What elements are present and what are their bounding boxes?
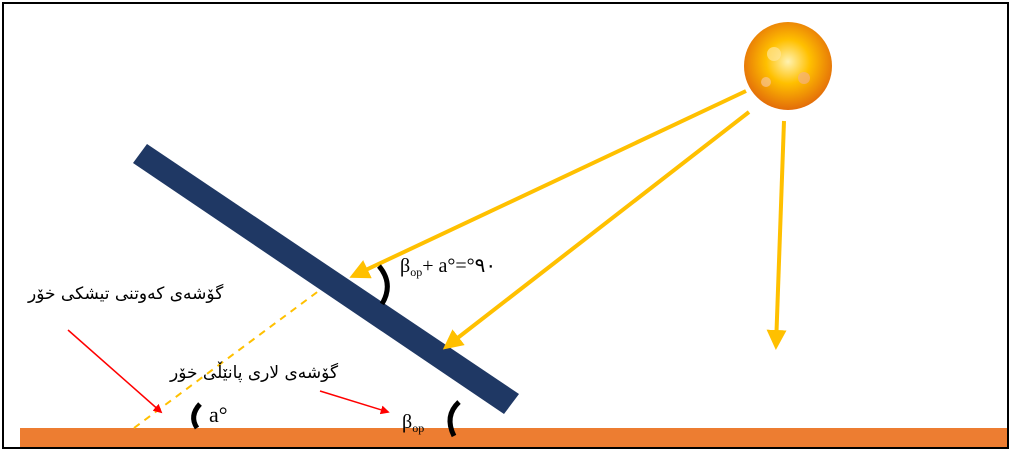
- angle-arc-top: [377, 264, 390, 306]
- label-angle-beta: βop: [402, 411, 424, 435]
- sun-ray-2: [442, 110, 751, 350]
- pointer-incidence: [67, 329, 163, 414]
- angle-arc-a: [191, 402, 202, 430]
- angle-equation: βop+ a°=°٩٠: [400, 255, 496, 279]
- sun-ray-1: [349, 89, 747, 279]
- solar-angle-diagram: βop+ a°=°٩٠ گۆشەی کەوتنی تیشکی خۆر گۆشەی…: [20, 22, 1007, 447]
- pointer-tilt: [319, 390, 390, 415]
- ground: [20, 428, 1007, 447]
- angle-arc-beta: [447, 400, 461, 438]
- solar-panel: [133, 144, 519, 414]
- sun-icon: [744, 22, 832, 110]
- sun-ray-3: [766, 120, 787, 350]
- label-angle-a: a°: [209, 402, 228, 427]
- incidence-extension-line: [133, 286, 325, 429]
- label-panel-tilt-angle: گۆشەی لاری پانێڵی خۆر: [169, 361, 339, 383]
- label-incidence-angle: گۆشەی کەوتنی تیشکی خۆر: [27, 283, 224, 304]
